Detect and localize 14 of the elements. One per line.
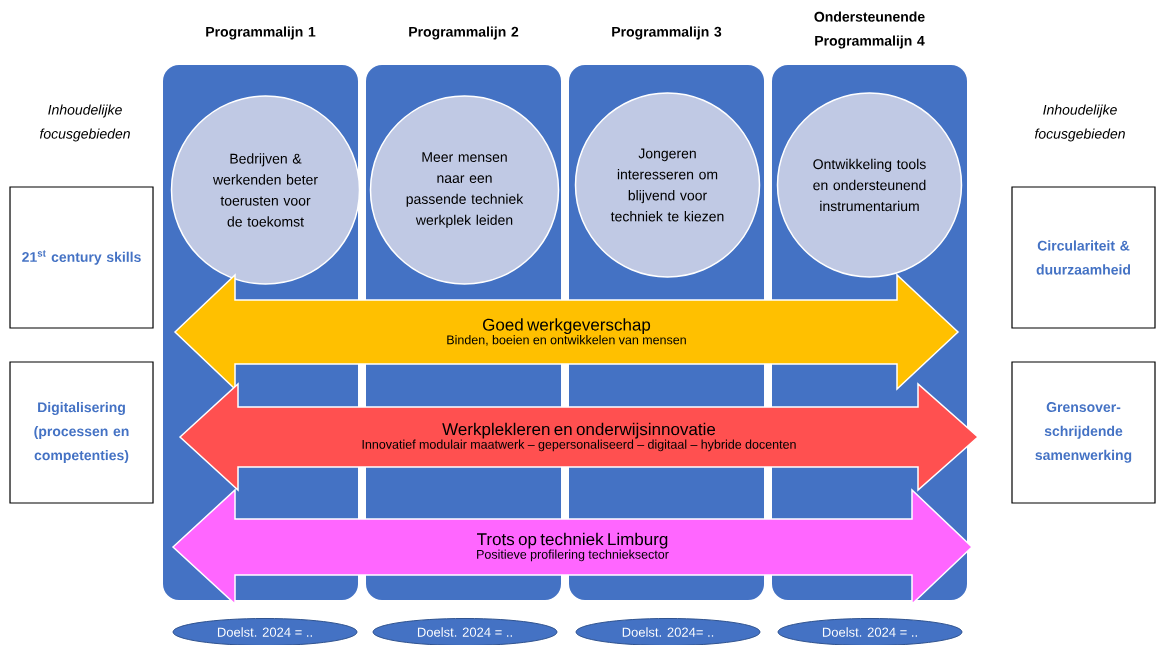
target-oval: Doelst. 2024 = .. [172, 618, 358, 645]
target-oval: Doelst. 2024= .. [575, 618, 761, 645]
focus-box: Digitalisering (processen en competenties) [9, 361, 154, 504]
focus-box: 21$^{st}$ century skills [9, 186, 154, 329]
target-oval: Doelst. 2024 = .. [372, 618, 558, 645]
focus-box: Grensover- schrijdende samenwerking [1011, 361, 1156, 504]
column-heading: Programmalijn 2 [409, 26, 519, 40]
section-label: Inhoudelijke focusgebieden [1034, 104, 1125, 142]
focus-box: Circulariteit & duurzaamheid [1011, 186, 1156, 329]
column-heading: Ondersteunende Programmalijn 4 [814, 11, 925, 49]
target-oval: Doelst. 2024 = .. [777, 618, 963, 645]
column-heading: Programmalijn 3 [612, 26, 722, 40]
section-label: Inhoudelijke focusgebieden [39, 104, 130, 142]
column-heading: Programmalijn 1 [206, 26, 316, 40]
